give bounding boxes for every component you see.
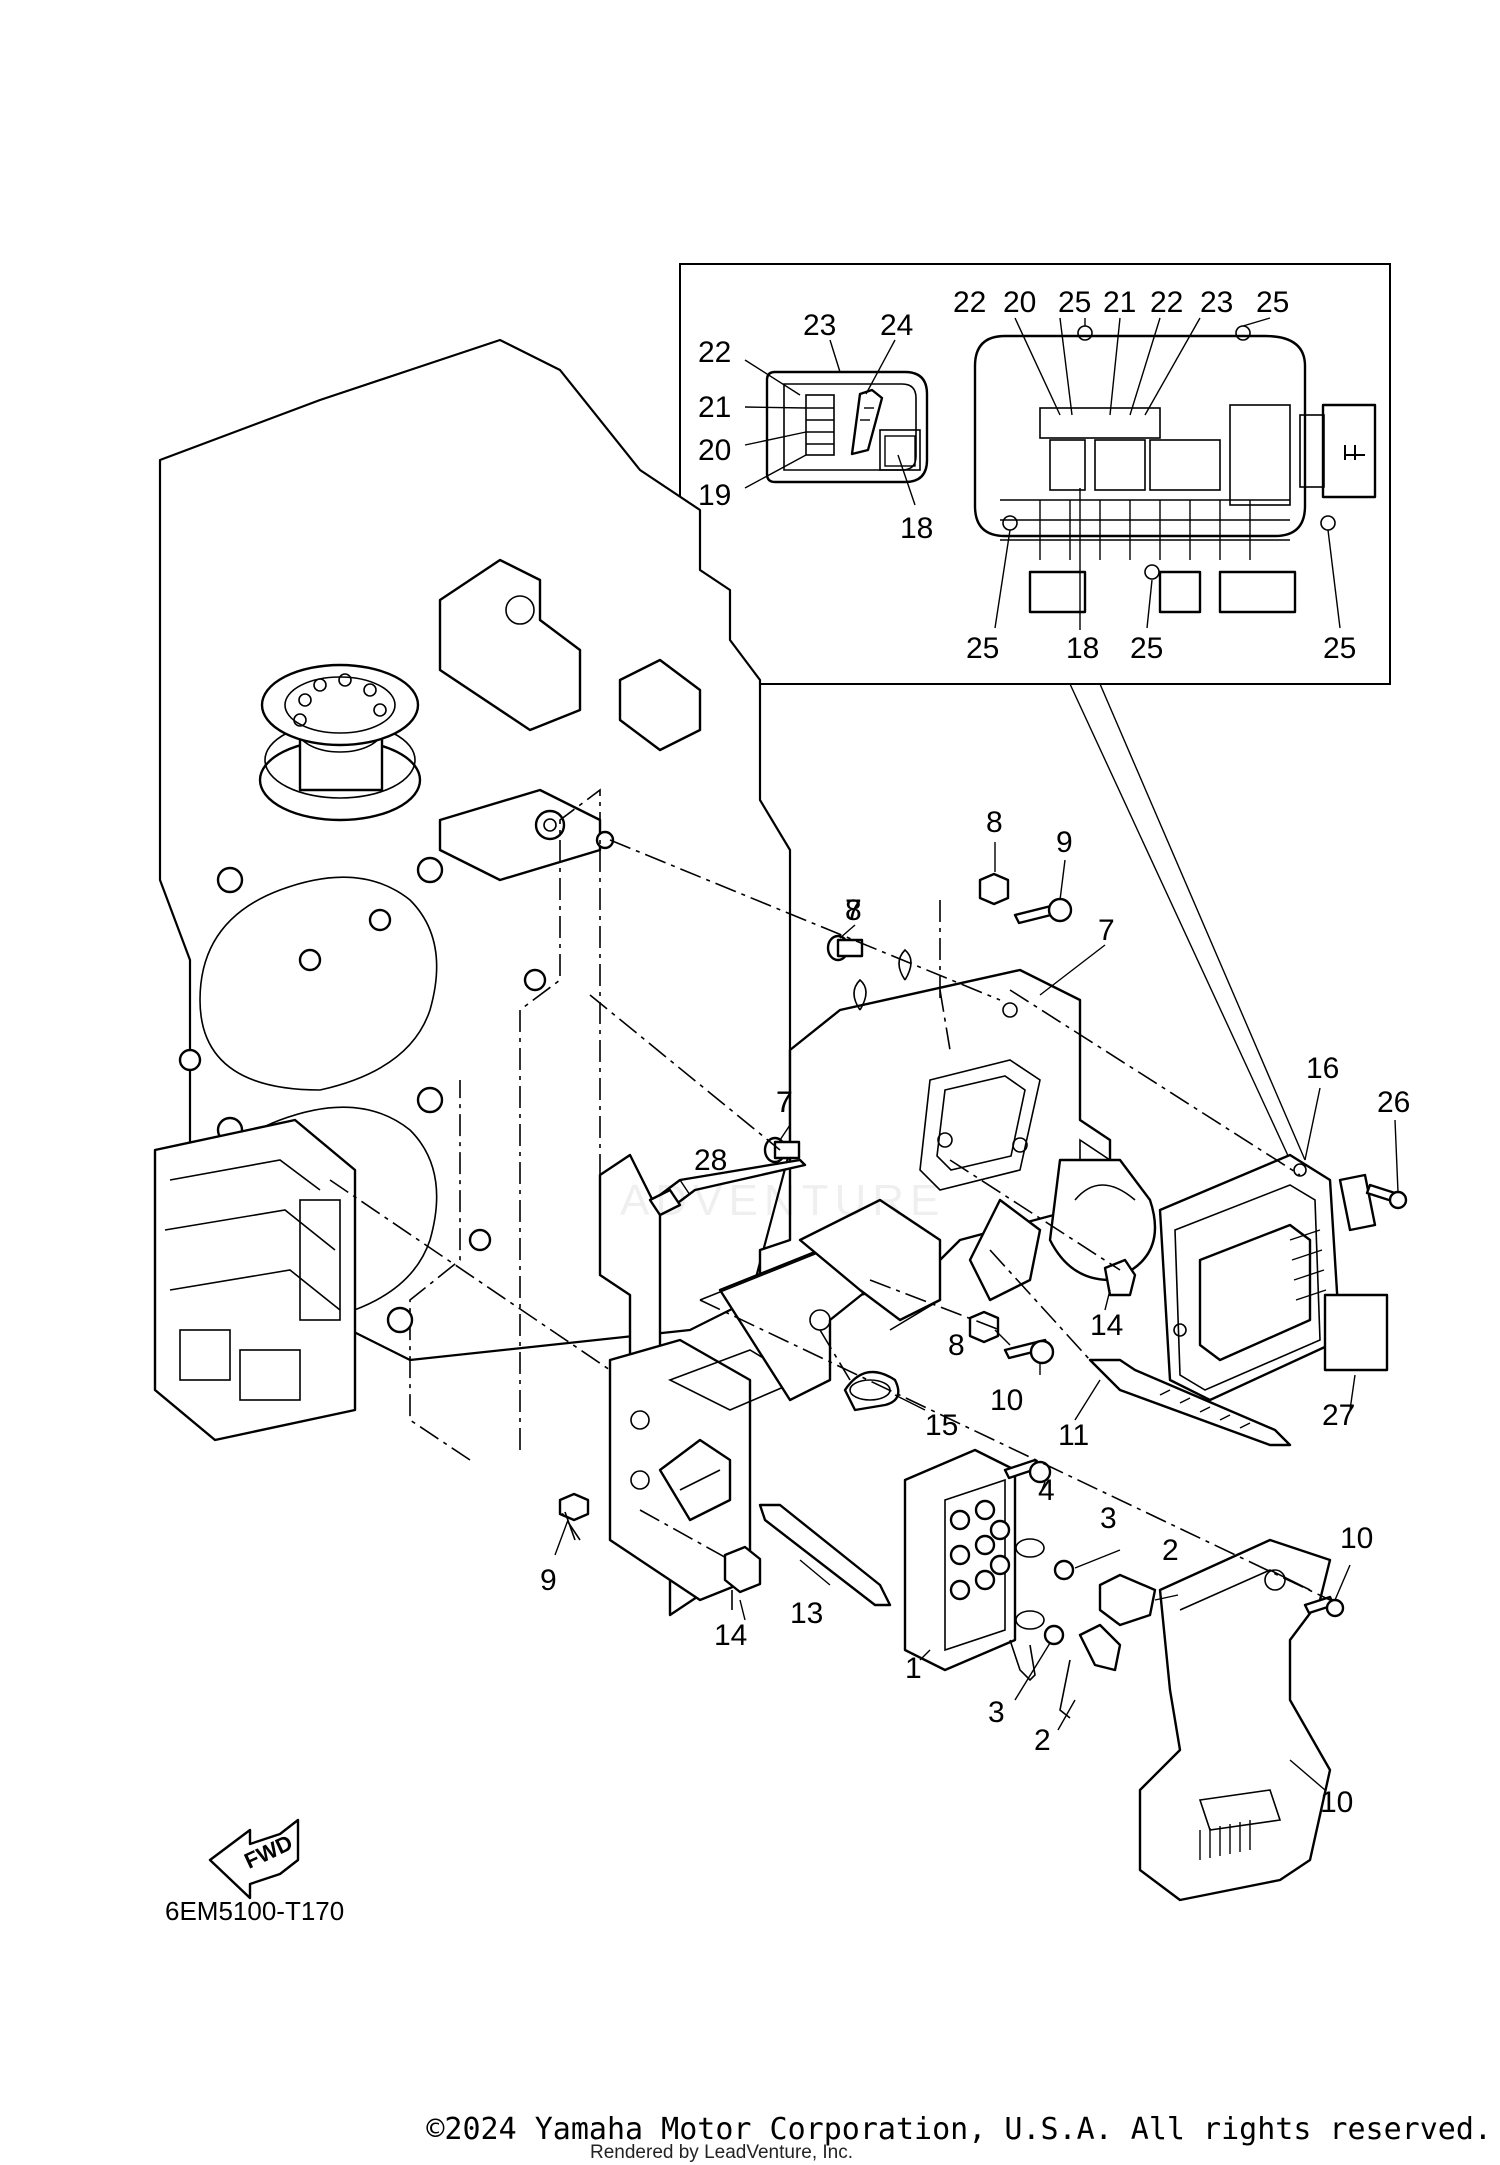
drawing-code: 6EM5100-T170 [165,1896,344,1926]
relay-unit [903,1448,1017,1672]
callout: 20 [1003,286,1036,319]
callout: 26 [1377,1086,1410,1119]
callout: 1 [905,1652,922,1685]
callout: 18 [1066,632,1099,665]
callout-leaders [554,842,1399,1791]
explode-lines [329,839,1331,1601]
callout-numbers: 22 21 20 19 23 24 18 22 20 25 21 22 23 2… [540,286,1410,1819]
callout: 10 [1340,1522,1373,1555]
callout: 2 [1034,1724,1051,1757]
callout: 21 [698,391,731,424]
callout: 25 [1058,286,1091,319]
copyright-notice: ©2024 Yamaha Motor Corporation, U.S.A. A… [426,2112,1492,2147]
callout: 20 [698,434,731,467]
ecu-detail-inset [679,263,1391,1161]
fwd-arrow-icon: FWD [208,1818,300,1900]
hardware-fasteners [558,872,1408,1618]
callout: 8 [948,1329,965,1362]
wire-harness-left [153,1118,357,1442]
callout: 27 [1322,1399,1355,1432]
callout: 7 [776,1086,793,1119]
callout: 19 [698,479,731,512]
callout: 24 [880,309,913,342]
callout: 25 [1130,632,1163,665]
callout: 25 [1323,632,1356,665]
inset-leaders [744,317,1341,630]
lower-bracket [598,1153,942,1617]
callout: 9 [1056,826,1073,859]
terminals [1009,1538,1157,1719]
callout: 8 [986,806,1003,839]
callout: 10 [1320,1786,1353,1819]
callout: 22 [698,336,731,369]
callout: 13 [790,1597,823,1630]
callout: 23 [803,309,836,342]
callout: 14 [1090,1309,1123,1342]
callout: 15 [925,1409,958,1442]
callout: 8 [845,894,862,927]
callout: 9 [540,1564,557,1597]
connector-cover [765,370,929,484]
callout: 14 [714,1619,747,1652]
ecu-module [1158,1153,1377,1402]
engine-block [158,338,792,1461]
label-sticker [1323,1293,1389,1372]
callout: 28 [694,1144,727,1177]
callout: 21 [1103,286,1136,319]
callout: 7 [845,894,862,927]
watermark-text: ADVENTURE [620,1176,945,1225]
callout: 25 [1256,286,1289,319]
callout: 4 [1038,1474,1055,1507]
ecu-face [973,325,1377,614]
callout: 22 [953,286,986,319]
callout: 22 [1150,286,1183,319]
callout: 16 [1306,1052,1339,1085]
callout: 2 [1162,1534,1179,1567]
callout: 3 [1100,1502,1117,1535]
callout: 25 [966,632,999,665]
rendered-by-credit: Rendered by LeadVenture, Inc. [590,2142,854,2163]
callout: 3 [988,1696,1005,1729]
callout: 7 [1098,914,1115,947]
callout: 11 [1058,1419,1089,1452]
callout: 10 [990,1384,1023,1417]
callout: 7 [776,1086,793,1119]
callout: 23 [1200,286,1233,319]
ecu-cover [1138,1538,1332,1902]
callout: 18 [900,512,933,545]
